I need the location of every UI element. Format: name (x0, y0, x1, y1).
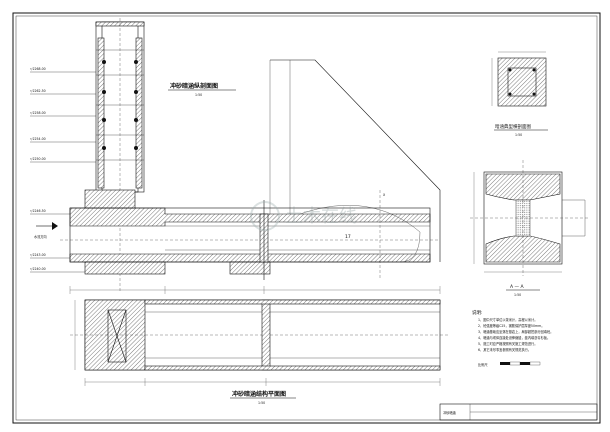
note-line: 4、暗涵与坝体连接处设伸缩缝，缝内填沥青杉板。 (478, 335, 550, 340)
elevation-label: ▽2268.00 (30, 67, 46, 71)
shaft-section-title: 暗涵典型横剖面图 (495, 123, 531, 130)
flow-arrow: 水流方向 (34, 222, 58, 239)
note-line: 2、砼强度等级C25，钢筋保护层厚度50mm。 (478, 323, 544, 328)
svg-text:X: X (383, 193, 386, 197)
shaft-cross-section: 暗涵典型横剖面图 1:50 (491, 51, 548, 137)
svg-text:比例尺: 比例尺 (478, 362, 488, 367)
watermark-text: 土木在线 (285, 206, 357, 227)
flow-label: 水流方向 (34, 234, 47, 239)
note-line: 3、暗涵基础应坐落在基岩上，局部超挖部分回填砼。 (478, 329, 553, 334)
section-aa-title: A — A (510, 284, 524, 290)
sheet-inner-border (15, 15, 598, 421)
elevation-label: ▽2258.00 (30, 111, 46, 115)
sheet-border (12, 12, 601, 424)
longitudinal-section-scale: 1:50 (195, 93, 202, 97)
title-block: 冲砂暗涵 (439, 403, 598, 421)
elevation-label: ▽2240.00 (30, 267, 46, 271)
notes-title: 说明: (472, 309, 483, 316)
shaft-section-scale: 1:50 (515, 133, 522, 137)
longitudinal-section-title: 冲砂暗涵纵剖面图 (170, 82, 218, 90)
note-line: 5、施工时应严格按照有关施工规范进行。 (478, 341, 537, 346)
section-aa-scale: 1:50 (514, 293, 521, 297)
scale-bar: 比例尺 (478, 361, 541, 367)
section-aa: A — A 1:50 (470, 160, 590, 297)
watermark: 土木在线 (250, 201, 357, 231)
note-line: 1、图中尺寸单位以毫米计，高程以米计。 (478, 317, 537, 322)
elevation-label: ▽2262.50 (30, 89, 46, 93)
plan-view-title: 冲砂暗涵结构平面图 (232, 390, 286, 398)
plan-view-scale: 1:50 (258, 401, 265, 405)
elevation-label: ▽2246.50 (30, 209, 46, 213)
longitudinal-section: ▽2268.00 ▽2262.50 ▽2258.00 ▽2254.00 ▽225… (30, 18, 441, 294)
elevation-label: ▽2254.00 (30, 137, 46, 141)
shaft-rebar-marks (102, 60, 138, 150)
elevation-label: ▽2243.00 (30, 253, 46, 257)
section-mark: 17 (345, 234, 351, 240)
elevation-label: ▽2250.00 (30, 157, 46, 161)
plan-view: 冲砂暗涵结构平面图 1:50 (70, 299, 450, 405)
elevation-labels: ▽2268.00 ▽2262.50 ▽2258.00 ▽2254.00 ▽225… (30, 67, 96, 273)
notes-block: 说明: 1、图中尺寸单位以毫米计，高程以米计。 2、砼强度等级C25，钢筋保护层… (472, 309, 553, 367)
title-block-label: 冲砂暗涵 (443, 410, 456, 415)
note-line: 6、其它未尽事宜参照有关规范执行。 (478, 347, 531, 352)
